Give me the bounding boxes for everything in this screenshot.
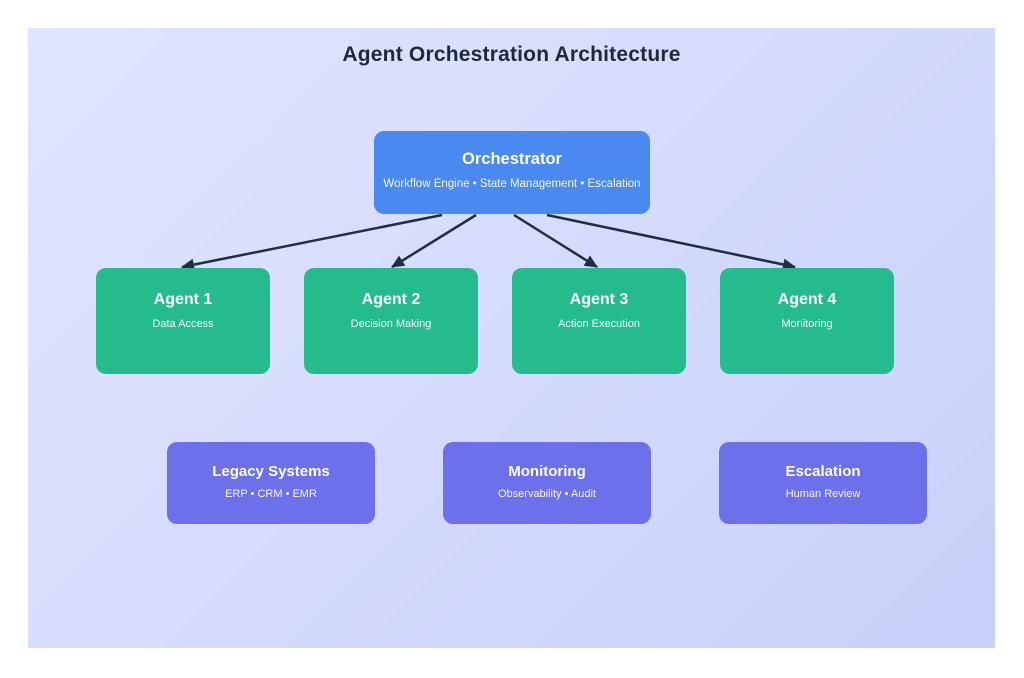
node-escalation: Escalation Human Review [719,442,927,524]
edge-orchestrator-to-agent-4 [546,213,796,271]
node-agent-3: Agent 3 Action Execution [512,268,686,374]
node-escalation-title: Escalation [785,463,861,480]
node-orchestrator: Orchestrator Workflow Engine • State Man… [374,131,650,214]
node-escalation-subtitle: Human Review [785,488,861,500]
node-legacy-systems-title: Legacy Systems [212,463,330,480]
node-legacy-systems-subtitle: ERP • CRM • EMR [225,488,317,500]
node-agent-4-subtitle: Monitoring [781,318,833,330]
node-monitoring: Monitoring Observability • Audit [443,442,651,524]
edge-orchestrator-to-agent-2 [391,213,477,269]
node-agent-2-title: Agent 2 [361,291,421,308]
node-agent-3-title: Agent 3 [569,291,629,308]
node-monitoring-subtitle: Observability • Audit [497,488,596,500]
node-agent-3-subtitle: Action Execution [558,318,640,330]
node-agent-2: Agent 2 Decision Making [304,268,478,374]
node-legacy-systems: Legacy Systems ERP • CRM • EMR [167,442,375,524]
node-agent-4-title: Agent 4 [777,291,837,308]
node-agent-1-subtitle: Data Access [152,318,214,330]
edge-orchestrator-to-agent-3 [513,213,598,269]
diagram-panel: Agent Orchestration Architecture Orchest… [28,28,995,648]
node-monitoring-title: Monitoring [508,463,586,480]
node-agent-1: Agent 1 Data Access [96,268,270,374]
node-agent-1-title: Agent 1 [153,291,213,308]
node-agent-4: Agent 4 Monitoring [720,268,894,374]
edge-orchestrator-to-agent-1 [181,213,443,271]
node-orchestrator-title: Orchestrator [462,150,562,168]
diagram-title: Agent Orchestration Architecture [342,43,681,66]
node-orchestrator-subtitle: Workflow Engine • State Management • Esc… [383,178,641,190]
node-agent-2-subtitle: Decision Making [350,318,432,330]
